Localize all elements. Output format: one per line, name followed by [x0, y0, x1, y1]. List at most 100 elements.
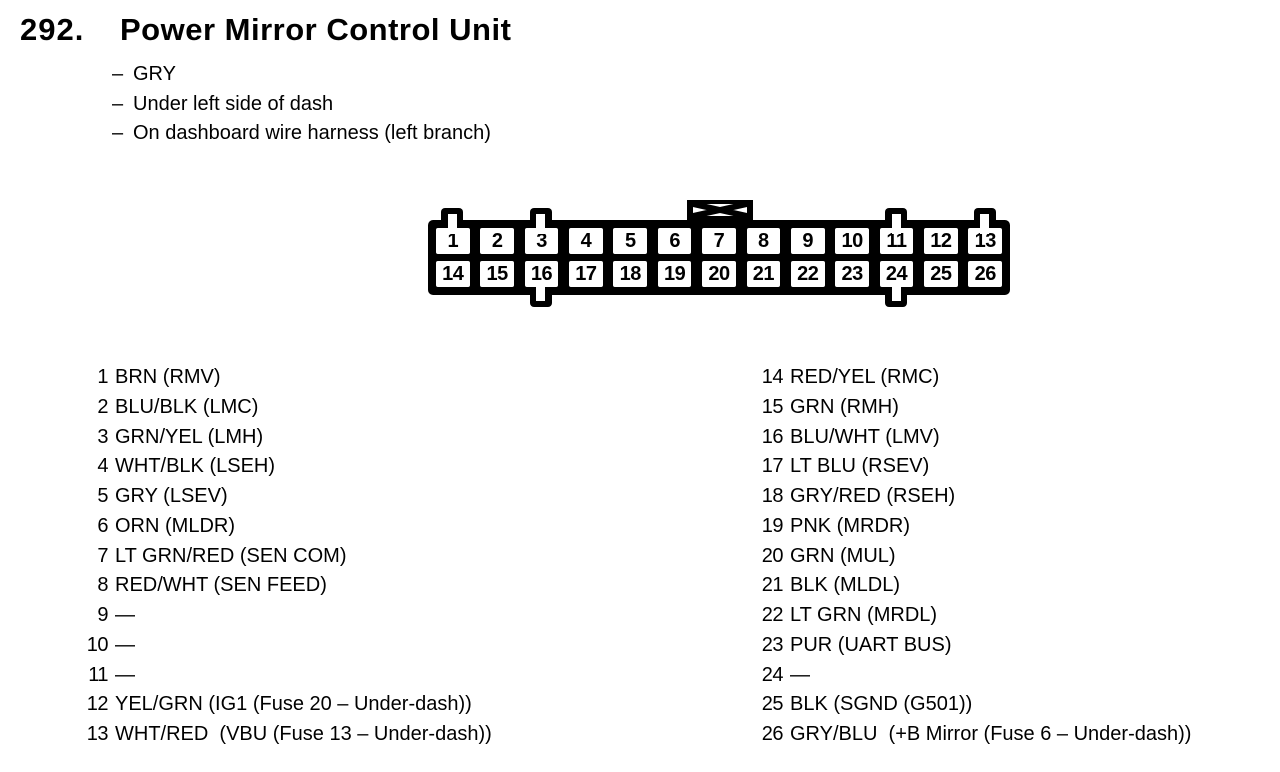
pin-number: 2: [97, 395, 108, 418]
pin-wire-label: BLU/BLK (LMC): [115, 395, 259, 418]
connector-pin-cell: 13: [968, 228, 1002, 254]
pin-number: 16: [761, 425, 784, 448]
connector-pin-number: 3: [536, 229, 547, 252]
pin-wire-label: —: [115, 633, 135, 656]
connector-pin-cell: 12: [924, 228, 958, 254]
connector-tab-slot: [891, 214, 901, 234]
pin-number: 19: [761, 514, 784, 537]
note-text: GRY: [133, 63, 176, 85]
pin-row: 5 GRY (LSEV): [80, 482, 492, 512]
connector-pin-cell: 14: [436, 261, 470, 287]
pin-row: 22 LT GRN (MRDL): [755, 601, 1191, 631]
connector-pin-cell: 2: [480, 228, 514, 254]
pin-number: 4: [97, 455, 108, 478]
note-text: Under left side of dash: [133, 92, 334, 115]
pin-number: 23: [761, 633, 784, 656]
connector-pin-number: 5: [624, 229, 636, 252]
pin-row: 24 —: [755, 661, 1191, 691]
pin-wire-label: GRN (RMH): [790, 395, 899, 418]
connector-pin-number: 18: [619, 262, 642, 285]
pin-row: 21 BLK (MLDL): [755, 571, 1191, 601]
pin-number: 22: [761, 604, 784, 627]
pin-wire-label: WHT/RED (VBU (Fuse 13 – Under-dash)): [115, 723, 492, 746]
pin-number: 9: [97, 604, 108, 627]
pin-wire-label: —: [115, 663, 135, 686]
connector-pin-number: 14: [442, 262, 464, 285]
connector-pin-number: 13: [974, 229, 997, 252]
connector-tab-slot: [447, 214, 457, 234]
connector-pin-cell: 8: [746, 228, 781, 254]
pin-number: 18: [761, 485, 784, 508]
connector-pin-cell: 6: [657, 228, 692, 254]
connector-diagram: 1 2 3 4 5 6: [428, 200, 1010, 312]
pin-row: 26 GRY/BLU (+B Mirror (Fuse 6 – Under-da…: [755, 720, 1192, 750]
connector-pin-number: 23: [841, 262, 863, 285]
note-dash: –: [112, 122, 124, 144]
connector-latch-icon: [686, 200, 753, 221]
connector-pin-cell: 17: [569, 261, 603, 287]
pin-wire-label: BLK (SGND (G501)): [790, 693, 973, 716]
pin-number: 14: [761, 366, 784, 388]
notes-list: – GRY – Under left side of dash – On das…: [112, 60, 491, 149]
connector-tab-top-pin1: [441, 208, 463, 234]
pin-row: 14 RED/YEL (RMC): [755, 363, 1191, 393]
pin-number: 3: [97, 425, 108, 448]
connector-tab-top-pin11: [885, 208, 908, 234]
pin-row: 7 LT GRN/RED (SEN COM): [80, 542, 492, 572]
note-text: On dashboard wire harness (left branch): [133, 122, 491, 144]
page-title: Power Mirror Control Unit: [120, 12, 512, 47]
connector-pin-number: 12: [930, 229, 952, 252]
connector-pin-number: 24: [885, 262, 908, 285]
connector-tab-bottom-pin24: [885, 284, 908, 307]
connector-pin-number: 10: [841, 229, 863, 252]
pin-row: 25 BLK (SGND (G501)): [755, 690, 1191, 720]
pin-wire-label: RED/WHT (SEN FEED): [115, 574, 327, 597]
connector-pin-cell: 25: [924, 261, 958, 287]
connector-tab-slot: [536, 214, 546, 234]
pin-wire-label: PUR (UART BUS): [790, 633, 952, 656]
connector-pin-number: 2: [491, 229, 503, 252]
pin-wire-label: —: [790, 663, 810, 686]
connector-pin-number: 16: [530, 262, 553, 285]
pin-number: 10: [86, 633, 109, 656]
pin-wire-label: LT BLU (RSEV): [790, 455, 930, 478]
pin-wire-label: PNK (MRDR): [790, 514, 910, 537]
pin-row: 4 WHT/BLK (LSEH): [80, 452, 492, 482]
connector-pin-cell: 19: [657, 261, 692, 287]
pin-number: 12: [86, 693, 109, 716]
pin-row: 10 —: [80, 631, 492, 661]
connector-pin-cell: 5: [613, 228, 648, 254]
pin-row: 23 PUR (UART BUS): [755, 631, 1191, 661]
note-line: – On dashboard wire harness (left branch…: [112, 119, 491, 149]
connector-pin-cell: 10: [835, 228, 869, 254]
pin-wire-label: LT GRN/RED (SEN COM): [115, 544, 347, 567]
connector-pin-cell: 26: [968, 261, 1002, 287]
connector-pin-cell: 4: [569, 228, 603, 254]
connector-tab-bottom-pin16: [529, 284, 552, 307]
connector-pin-cell: 7: [702, 228, 736, 254]
pin-wire-label: —: [115, 604, 135, 627]
pin-number: 26: [761, 723, 784, 746]
connector-pin-cell: 18: [613, 261, 648, 287]
connector-pin-number: 1: [447, 229, 459, 252]
connector-pin-cell: 23: [835, 261, 869, 287]
pin-number: 11: [88, 663, 108, 686]
pin-number: 17: [761, 455, 784, 478]
pin-row: 12 YEL/GRN (IG1 (Fuse 20 – Under-dash)): [80, 690, 492, 720]
connector-pin-number: 11: [886, 229, 907, 252]
pin-list-left: 1 BRN (RMV) 2 BLU/BLK (LMC) 3 GRN/YEL (L…: [80, 363, 492, 750]
pin-row: 6 ORN (MLDR): [80, 512, 492, 542]
connector-tab-slot: [980, 214, 990, 234]
connector-pin-number: 25: [930, 262, 952, 285]
pin-row: 1 BRN (RMV): [80, 363, 492, 393]
pin-wire-label: RED/YEL (RMC): [790, 366, 940, 388]
connector-pin-number: 4: [580, 229, 592, 252]
pin-wire-label: ORN (MLDR): [115, 514, 235, 537]
connector-pin-cell: 16: [524, 261, 559, 287]
pin-list-right: 14 RED/YEL (RMC) 15 GRN (RMH) 16 BLU/WHT…: [755, 363, 1192, 750]
connector-pin-cell: 22: [790, 261, 825, 287]
pin-row: 15 GRN (RMH): [755, 393, 1191, 423]
connector-pin-number: 20: [708, 262, 730, 285]
pin-row: 11 —: [80, 661, 492, 691]
